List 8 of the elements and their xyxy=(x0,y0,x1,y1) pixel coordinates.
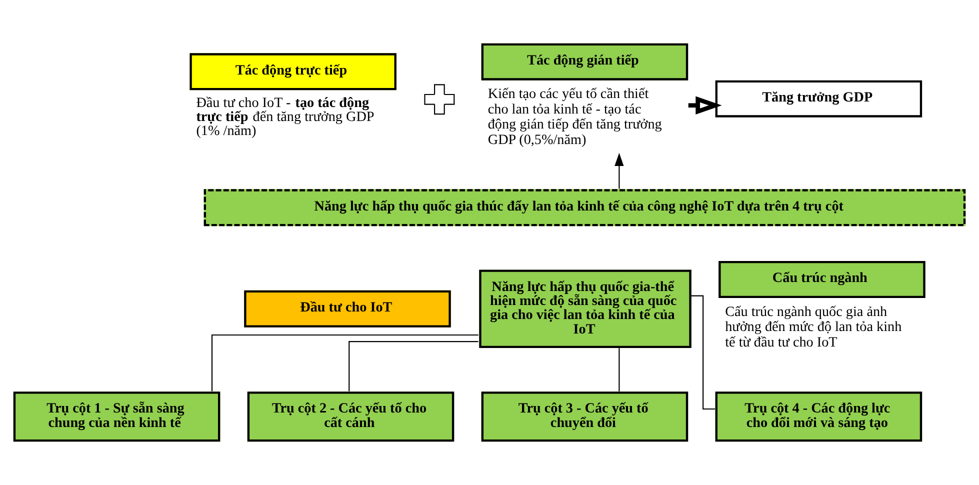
arrow xyxy=(688,96,722,115)
node-label: Kiến tạo các yếu tố cần thiết cho lan tỏa kinh tế - tạo tác động gián tiếp đến tăng trưởng GDP (0,5%/năm) xyxy=(488,86,662,148)
connector xyxy=(348,340,478,392)
connector xyxy=(211,334,478,392)
node-label: Đầu tư cho IoT - tạo tác động trực tiếp đến tăng trưởng GDP (1% /năm) xyxy=(196,94,374,140)
arrow xyxy=(614,152,624,189)
node-label: Cấu trúc ngành quốc gia ảnh hưởng đến mức độ lan tỏa kinh tế từ đầu tư cho IoT xyxy=(725,304,902,350)
connector xyxy=(618,348,620,392)
